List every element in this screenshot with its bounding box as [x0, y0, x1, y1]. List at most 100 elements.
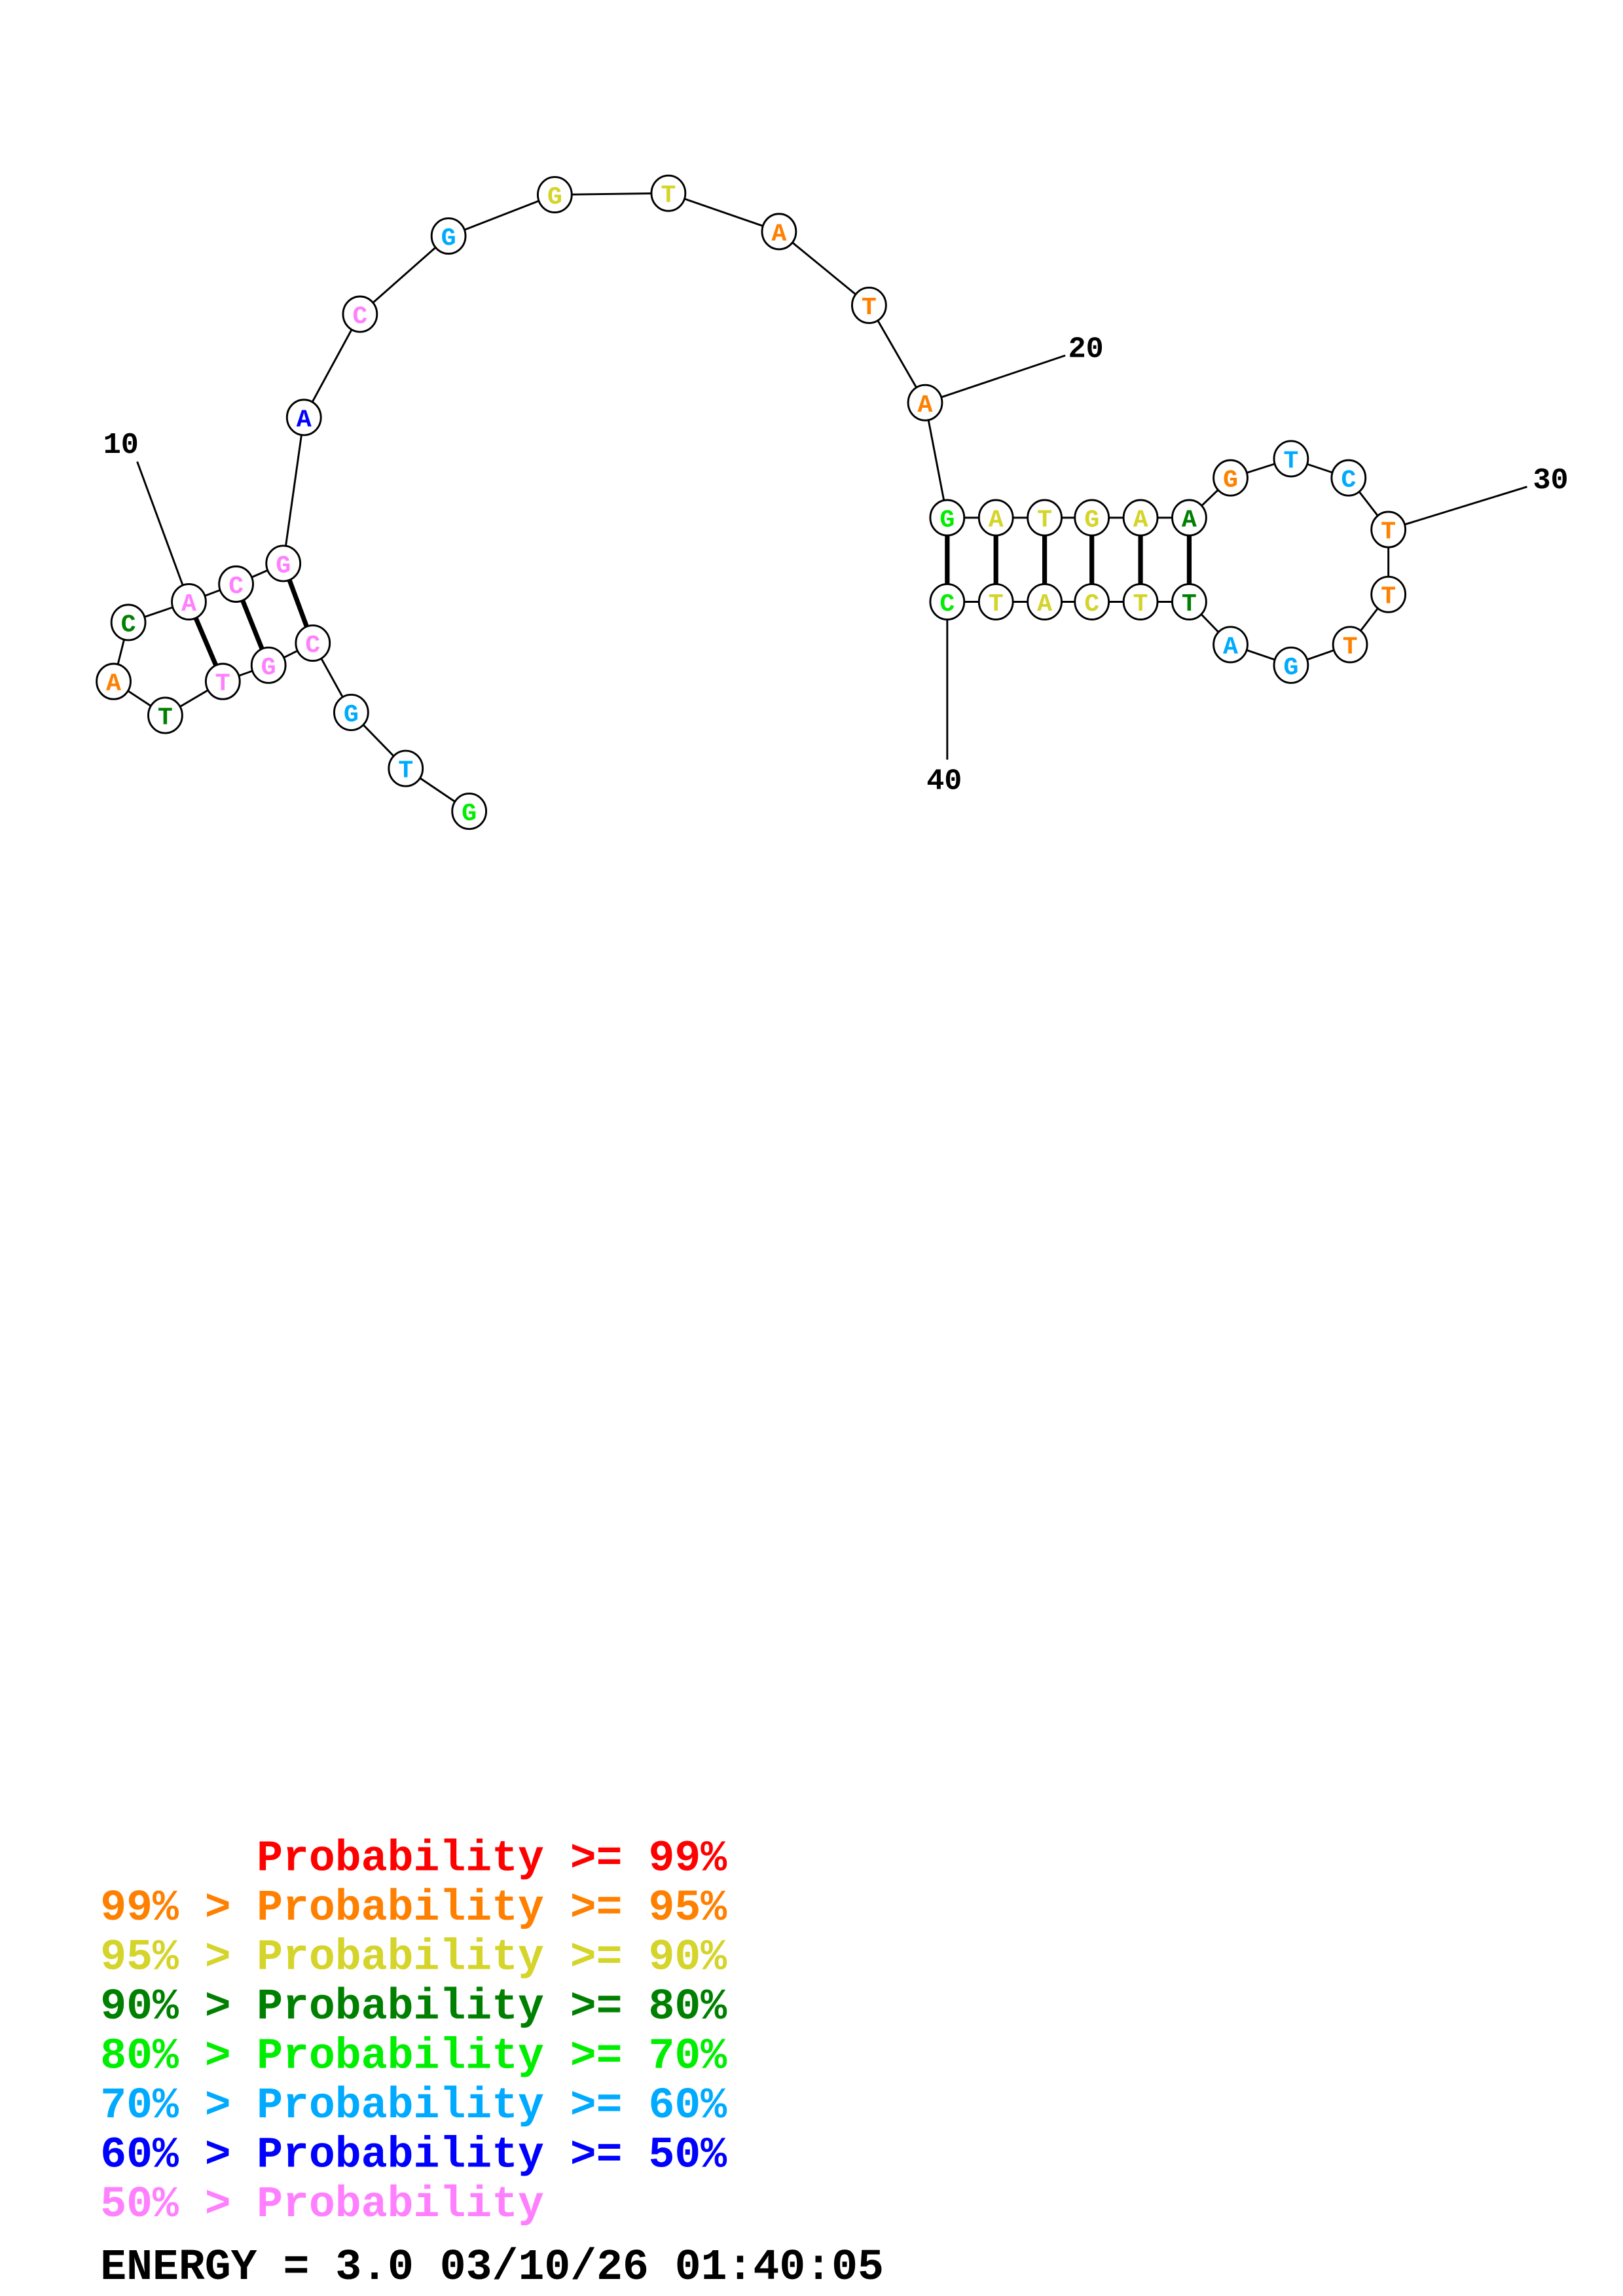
nucleotide: C	[110, 603, 147, 641]
legend-text: Probability >= 90%	[257, 1933, 727, 1982]
index-label: 20	[1068, 332, 1104, 366]
nucleotide-circle	[1370, 575, 1407, 613]
nucleotide-letter: T	[158, 704, 173, 732]
legend-prefix: 99% >	[100, 1884, 257, 1933]
backbone-segment	[282, 417, 305, 564]
index-label-line	[136, 461, 190, 602]
legend-prefix: 70% >	[100, 2081, 257, 2130]
nucleotide: C	[295, 624, 331, 662]
legend-text: Probability >= 60%	[257, 2081, 727, 2130]
nucleotide: A	[1027, 583, 1063, 620]
nucleotide-circle	[761, 213, 797, 251]
nucleotide-letter: T	[1037, 506, 1052, 535]
nucleotide: T	[1370, 511, 1407, 548]
nucleotide: A	[1213, 626, 1249, 664]
nucleotide: C	[1330, 459, 1367, 497]
nucleotide: G	[1213, 459, 1249, 497]
nucleotide-circle	[977, 583, 1014, 620]
legend-text: Probability >= 95%	[257, 1884, 727, 1933]
nucleotide-letter: A	[989, 506, 1004, 535]
legend-prefix: 80% >	[100, 2032, 257, 2081]
nucleotide-letter: G	[547, 183, 562, 211]
nucleotide-letter: T	[1283, 446, 1298, 475]
nucleotide: G	[451, 792, 488, 831]
nucleotide-circle	[1330, 459, 1367, 497]
nucleotide-letter: C	[1341, 466, 1356, 495]
nucleotide-circle	[929, 499, 966, 537]
nucleotide: G	[333, 693, 369, 732]
nucleotide-letter: A	[918, 391, 933, 420]
probability-legend: Probability >= 99%99% > Probability >= 9…	[100, 1835, 727, 2229]
nucleotide-circle	[1171, 583, 1207, 620]
nucleotide-circle	[650, 174, 687, 212]
nucleotide: T	[1171, 583, 1207, 620]
legend-prefix: 95% >	[100, 1933, 257, 1982]
legend-entry: 80% > Probability >= 70%	[100, 2032, 727, 2081]
nucleotide-letter: C	[352, 302, 367, 331]
nucleotide-letter: C	[305, 631, 320, 660]
nucleotide-letter: G	[1084, 506, 1099, 535]
nucleotide: T	[650, 174, 687, 212]
backbone-segment	[668, 192, 780, 233]
nucleotide: G	[430, 217, 467, 255]
legend-text: Probability	[257, 2180, 544, 2229]
legend-entry: 50% > Probability	[100, 2180, 544, 2229]
nucleotide-letter: A	[1133, 506, 1148, 535]
nucleotide-circle	[1332, 626, 1368, 664]
nucleotide-letter: G	[1283, 653, 1298, 682]
nucleotide-letter: C	[1084, 590, 1099, 619]
nucleotide-circle	[1273, 646, 1309, 684]
legend-text: Probability >= 99%	[257, 1835, 727, 1884]
nucleotide-circle	[1122, 583, 1159, 620]
nucleotide: T	[388, 749, 424, 787]
nucleotide: T	[1122, 583, 1159, 620]
nucleotide-circle	[1273, 440, 1309, 478]
nucleotide: A	[1122, 499, 1159, 537]
nucleotide: G	[536, 175, 573, 213]
legend-entry: 90% > Probability >= 80%	[100, 1982, 727, 2032]
nucleotide-circle	[110, 603, 147, 641]
nucleotide-circle	[977, 499, 1014, 537]
nucleotide-letter: C	[121, 611, 136, 639]
nucleotide-letter: T	[1381, 583, 1396, 611]
nucleotide-circle	[96, 662, 132, 700]
nucleotide-letter: A	[106, 670, 121, 698]
nucleotide: A	[171, 583, 207, 620]
nucleotide-letter: T	[215, 670, 230, 698]
nucleotide-circle	[342, 295, 378, 333]
energy-footer: ENERGY = 3.0 03/10/26 01:40:05	[100, 2243, 884, 2292]
legend-text: Probability >= 50%	[257, 2131, 727, 2180]
nucleotide-letter: A	[181, 590, 196, 619]
nucleotide: A	[977, 499, 1014, 537]
nucleotide-circle	[1074, 499, 1110, 537]
nucleotide-letter: G	[261, 653, 276, 682]
nucleotide-letter: T	[1133, 590, 1148, 619]
legend-prefix: 90% >	[100, 1982, 257, 2032]
nucleotide-circle	[147, 696, 183, 734]
nucleotide-letter: G	[276, 551, 291, 580]
nucleotide-circle	[250, 646, 287, 684]
nucleotide: G	[1273, 646, 1309, 684]
nucleotide: A	[761, 213, 797, 251]
nucleotide-letter: G	[344, 700, 359, 729]
nucleotide-letter: G	[441, 224, 456, 253]
nucleotide-circle	[285, 399, 322, 437]
nucleotide-letter: T	[989, 590, 1004, 619]
nucleotide-circle	[295, 624, 331, 662]
nucleotide-circle	[204, 662, 241, 700]
index-label: 10	[103, 428, 139, 462]
nucleotide-circle	[1370, 511, 1407, 548]
legend-entry: 99% > Probability >= 95%	[100, 1884, 727, 1933]
nucleotide-circle	[218, 565, 254, 603]
nucleotide-circle	[1027, 499, 1063, 537]
nucleotide-circle	[171, 583, 207, 620]
nucleotide: C	[342, 295, 378, 333]
nucleotide-circle	[1213, 626, 1249, 664]
nucleotide-circle	[1122, 499, 1159, 537]
nucleotide: A	[907, 384, 943, 422]
nucleotide: T	[1273, 440, 1309, 478]
nucleotide: G	[265, 545, 302, 583]
nucleotide: C	[218, 565, 254, 603]
